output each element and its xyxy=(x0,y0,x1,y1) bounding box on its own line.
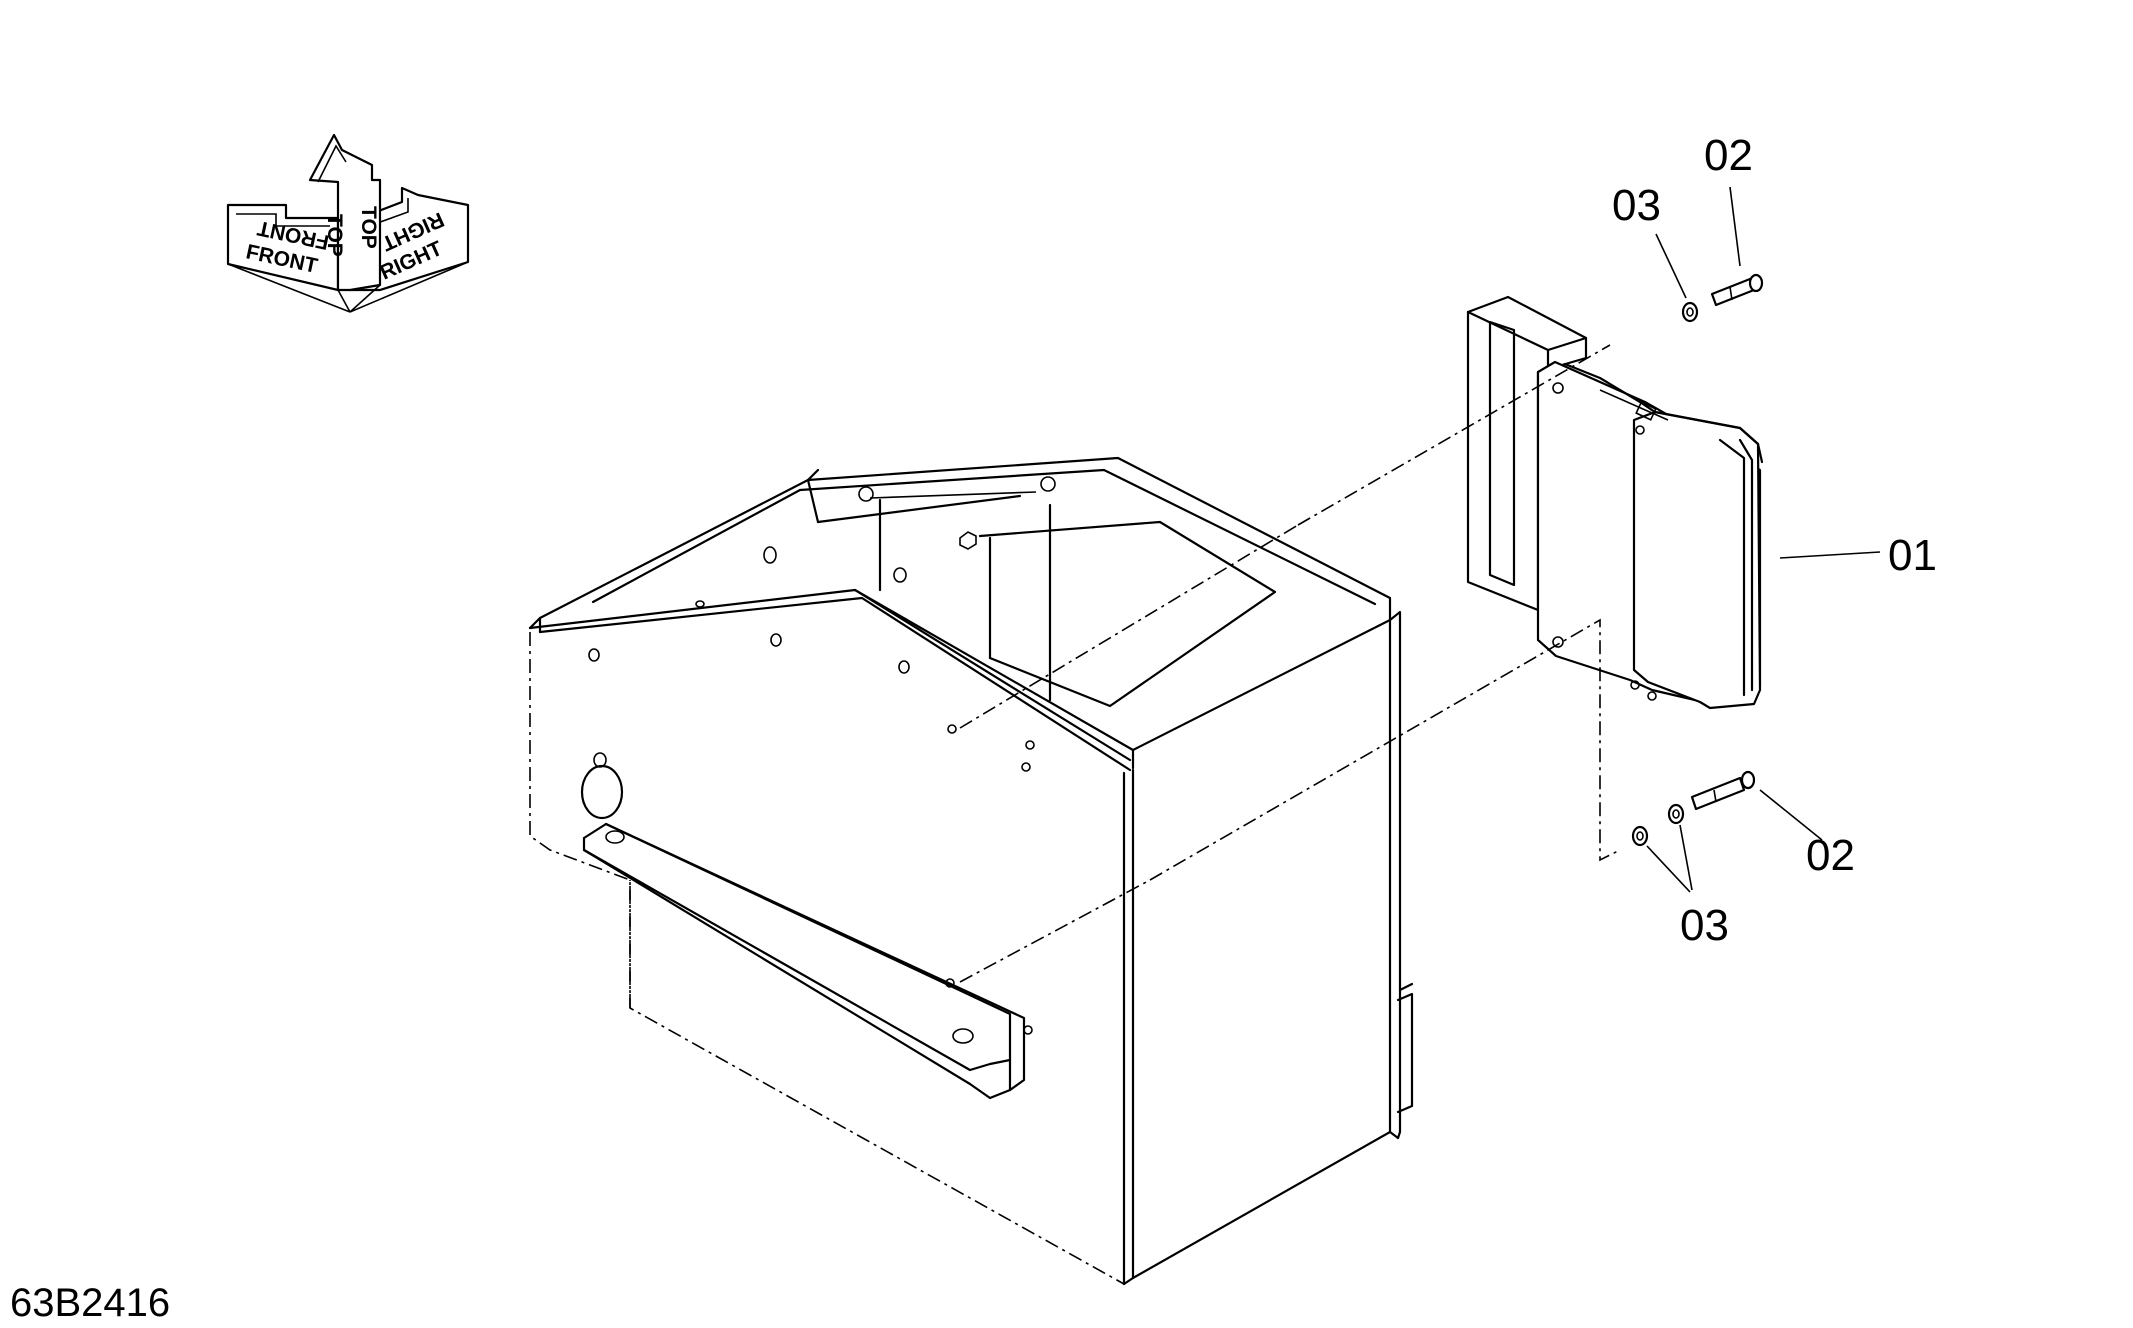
guide-line-plate-upper xyxy=(1297,344,1611,526)
mounting-strap xyxy=(582,822,1026,1100)
guide-line-lower xyxy=(959,879,1151,983)
mounting-holes xyxy=(588,476,1056,1035)
leader-lines xyxy=(1646,186,1881,893)
guide-line-plate-lower xyxy=(1149,618,1621,881)
housing-top-outline xyxy=(528,456,1392,630)
orientation-symbol: FRONT FRONT TOP TOP RIGHT RIGHT xyxy=(226,133,470,313)
guide-line-upper xyxy=(959,524,1299,729)
washer-lower-left xyxy=(1631,825,1649,847)
drawing-number: 63B2416 xyxy=(10,1281,170,1323)
callout-03-lower: 03 xyxy=(1680,901,1729,950)
bolt-lower xyxy=(1690,770,1756,811)
housing-box xyxy=(528,456,1414,1286)
callout-02-upper: 02 xyxy=(1704,131,1753,180)
bolt-upper xyxy=(1710,273,1764,307)
top-arrow-face xyxy=(308,133,382,292)
washer-lower-right xyxy=(1667,803,1685,825)
washer-upper xyxy=(1681,301,1699,323)
label-top: TOP xyxy=(323,214,346,257)
label-top-mirror: TOP xyxy=(357,206,380,249)
callout-01: 01 xyxy=(1888,531,1937,580)
callout-03-upper: 03 xyxy=(1612,181,1661,230)
controller-unit xyxy=(1149,295,1764,881)
cable-hole xyxy=(580,764,624,820)
callout-02-lower: 02 xyxy=(1806,831,1855,880)
